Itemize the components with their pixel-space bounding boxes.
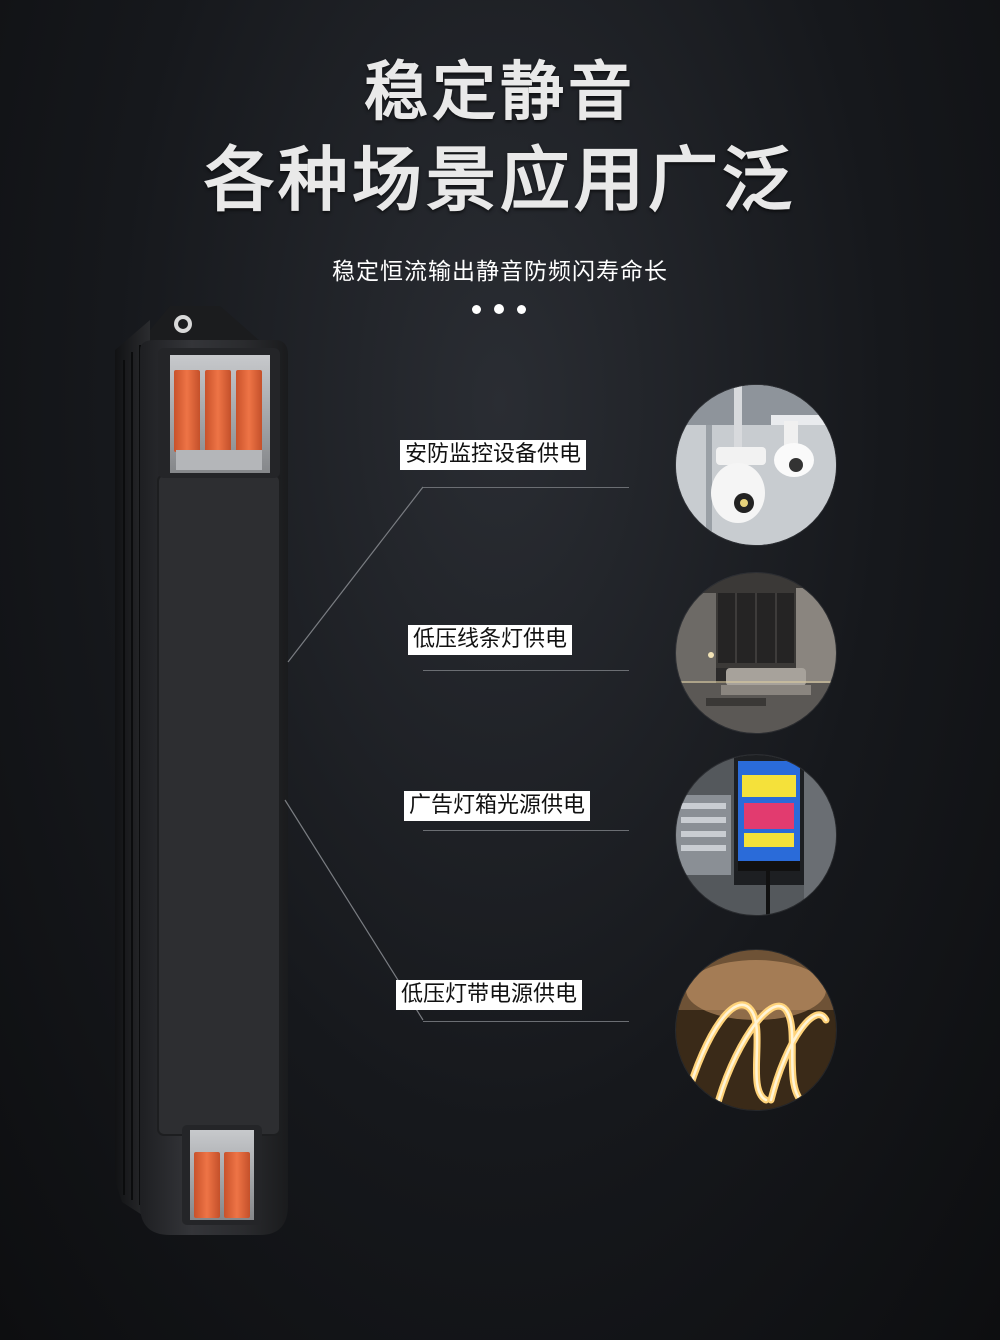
label-divider — [423, 830, 629, 831]
living-room-lighting-icon — [676, 573, 836, 733]
application-label-led-strip: 低压灯带电源供电 — [396, 980, 583, 1010]
dot-indicator — [472, 305, 481, 314]
application-label-lightbox: 广告灯箱光源供电 — [404, 791, 591, 821]
subtitle: 稳定恒流输出静音防频闪寿命长 — [332, 259, 668, 285]
dot-indicator — [517, 305, 526, 314]
carousel-dots — [472, 304, 528, 315]
led-strip-icon — [676, 950, 836, 1110]
headline-line-2: 各种场景应用广泛 — [204, 139, 796, 221]
headline-line-1: 稳定静音 — [364, 56, 636, 130]
label-divider — [423, 670, 629, 671]
security-camera-icon — [676, 385, 836, 545]
advertising-lightbox-icon — [676, 755, 836, 915]
application-label-line-light: 低压线条灯供电 — [408, 625, 573, 655]
application-label-security: 安防监控设备供电 — [400, 440, 587, 470]
led-driver-product-icon — [115, 306, 288, 1235]
label-divider — [423, 1021, 629, 1022]
dot-indicator — [494, 304, 504, 314]
label-divider — [423, 487, 629, 488]
